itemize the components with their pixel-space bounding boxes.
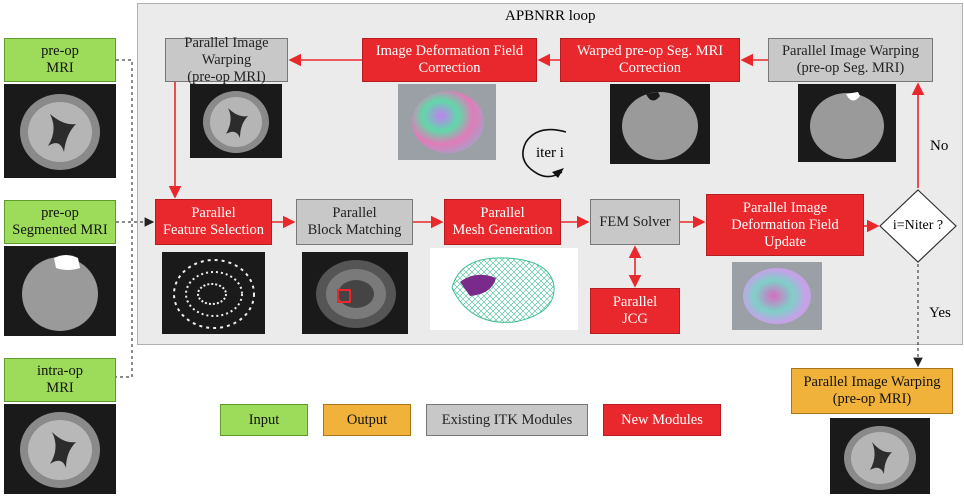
deformation-field-image — [398, 84, 496, 160]
feature-selection-image — [162, 252, 265, 334]
legend-input: Input — [220, 404, 308, 436]
preop-mri-box: pre-op MRI — [4, 38, 116, 82]
no-label: No — [930, 138, 949, 154]
output-image-warping-box: Parallel Image Warping (pre-op MRI) — [791, 368, 953, 414]
decision-node — [878, 188, 958, 264]
preop-mri-image — [4, 84, 116, 178]
legend-existing-itk-modules: Existing ITK Modules — [426, 404, 588, 436]
image-deformation-field-correction-box: Image Deformation Field Correction — [362, 38, 537, 82]
parallel-jcg-box: Parallel JCG — [590, 288, 680, 334]
iter-label: iter i — [536, 145, 564, 161]
warped-mri-image — [190, 84, 282, 158]
warped-seg-mri-image — [798, 84, 896, 162]
block-matching-image — [302, 252, 408, 334]
parallel-image-warping-seg-box: Parallel Image Warping (pre-op Seg. MRI) — [768, 38, 933, 82]
iteration-cycle-icon — [510, 120, 590, 190]
input-dashed-connector — [116, 59, 133, 378]
yes-label: Yes — [929, 305, 951, 321]
legend-new-modules: New Modules — [603, 404, 721, 436]
parallel-block-matching-box: Parallel Block Matching — [296, 199, 413, 245]
preop-segmented-mri-box: pre-op Segmented MRI — [4, 200, 116, 244]
deformation-field-update-box: Parallel Image Deformation Field Update — [706, 194, 864, 256]
deformation-update-image — [732, 262, 822, 330]
warped-seg-image — [610, 84, 710, 164]
preop-segmented-image — [4, 246, 116, 336]
legend-output: Output — [323, 404, 411, 436]
parallel-feature-selection-box: Parallel Feature Selection — [155, 199, 272, 245]
intraop-mri-box: intra-op MRI — [4, 358, 116, 402]
mesh-generation-image — [430, 248, 578, 330]
warped-preop-seg-correction-box: Warped pre-op Seg. MRI Correction — [560, 38, 740, 82]
decision-label: i=Niter ? — [892, 218, 944, 233]
intraop-mri-image — [4, 404, 116, 494]
fem-solver-box: FEM Solver — [590, 199, 680, 245]
output-warped-mri-image — [830, 418, 930, 494]
parallel-mesh-generation-box: Parallel Mesh Generation — [444, 199, 561, 245]
parallel-image-warping-preop-box: Parallel Image Warping (pre-op MRI) — [165, 35, 288, 85]
loop-title: APBNRR loop — [505, 8, 596, 24]
